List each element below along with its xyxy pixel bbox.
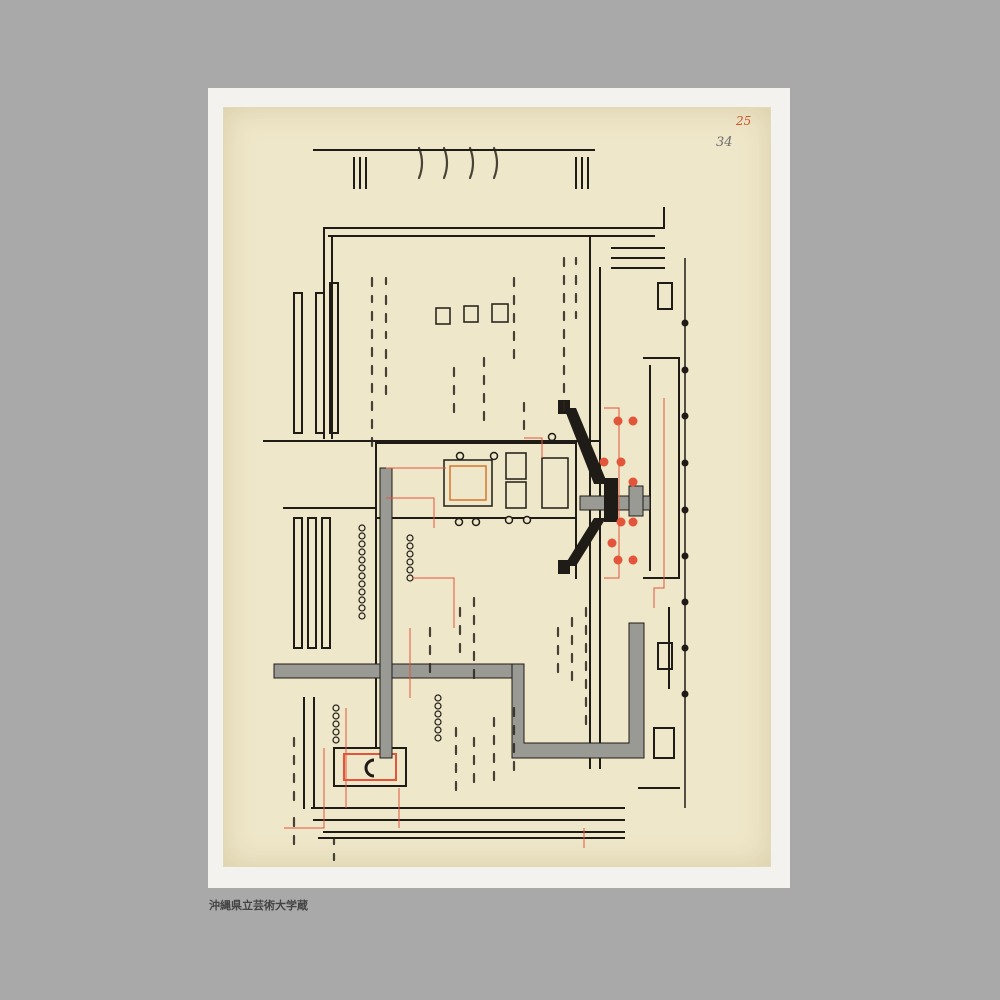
signboards (435, 303, 509, 325)
central-hall (375, 442, 577, 749)
collection-credit-caption: 沖縄県立芸術大学蔵 (209, 899, 308, 912)
manuscript-sheet: 25 34 (224, 108, 770, 866)
red-position-dots (599, 416, 638, 565)
left-stripes-upper (293, 282, 339, 434)
bead-column-3 (332, 704, 340, 744)
hall-boxes (443, 452, 569, 509)
left-stripes-lower (283, 507, 375, 649)
bead-column-1 (358, 524, 366, 620)
ceremonial-layout-diagram (263, 146, 689, 862)
title-frame (313, 149, 595, 189)
beaded-columns (332, 524, 442, 744)
bead-column-2 (406, 534, 414, 582)
script-strokes (292, 146, 588, 862)
stair-structure (558, 400, 618, 574)
sheet-number-red: 25 (736, 114, 752, 128)
hall-circles (454, 432, 557, 527)
sheet-number-pencil: 34 (716, 135, 733, 150)
right-column (638, 282, 680, 789)
crescent-mark (364, 758, 375, 778)
scanned-document-frame: 25 34 (208, 88, 790, 888)
red-guide-lines (284, 398, 665, 848)
lower-enclosure (303, 697, 625, 839)
grey-walkways (273, 467, 651, 759)
bead-column-4 (434, 694, 442, 742)
